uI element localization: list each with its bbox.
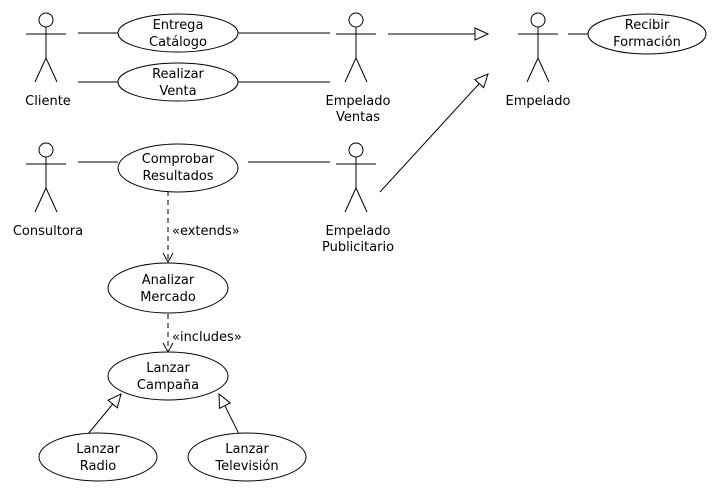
usecase-recibir-line-1: Recibir — [625, 18, 670, 33]
generalization-publicitario-empelado — [379, 73, 489, 193]
usecase-comprobar-line-1: Comprobar — [142, 152, 215, 167]
usecase-realizar-line-2: Venta — [159, 84, 196, 99]
actor-ventas-label-2: Ventas — [336, 110, 380, 125]
usecase-lanzar-campana: Lanzar Campaña — [107, 351, 229, 401]
actor-empelado-ventas: Empelado Ventas — [326, 12, 391, 125]
usecase-tv-line-1: Lanzar — [225, 442, 269, 457]
extends-label: «extends» — [172, 224, 240, 239]
usecase-analizar-mercado: Analizar Mercado — [107, 262, 229, 314]
actor-empelado: Empelado — [506, 12, 571, 109]
actor-publicitario-label-2: Publicitario — [322, 240, 394, 255]
usecase-radio-line-2: Radio — [80, 459, 117, 474]
includes-label: «includes» — [172, 330, 242, 345]
actor-cliente-label: Cliente — [25, 94, 71, 109]
actor-consultora-label: Consultora — [13, 224, 83, 239]
usecase-lanzar-television: Lanzar Televisión — [187, 432, 307, 482]
usecase-radio-line-1: Lanzar — [76, 442, 120, 457]
usecase-lanzar-radio: Lanzar Radio — [38, 432, 158, 482]
usecase-realizar-line-1: Realizar — [152, 67, 204, 82]
actor-publicitario-label-1: Empelado — [326, 224, 391, 239]
generalization-radio-campana — [87, 393, 122, 435]
actor-empelado-publicitario: Empelado Publicitario — [322, 142, 394, 255]
usecase-recibir-line-2: Formación — [613, 35, 681, 50]
usecase-comprobar-line-2: Resultados — [142, 169, 213, 184]
usecase-realizar-venta: Realizar Venta — [117, 62, 239, 102]
usecase-entrega-line-1: Entrega — [153, 18, 204, 33]
generalization-tv-campana — [218, 392, 240, 435]
usecase-entrega-line-2: Catálogo — [149, 35, 207, 50]
usecase-recibir-formacion: Recibir Formación — [587, 13, 707, 55]
actor-cliente: Cliente — [25, 12, 71, 109]
actor-consultora: Consultora — [13, 142, 83, 239]
actor-ventas-label-1: Empelado — [326, 94, 391, 109]
usecase-analizar-line-1: Analizar — [142, 273, 195, 288]
usecase-tv-line-2: Televisión — [214, 459, 278, 474]
usecase-campana-line-2: Campaña — [137, 378, 199, 393]
usecase-comprobar-resultados: Comprobar Resultados — [117, 143, 239, 193]
actor-empelado-label: Empelado — [506, 94, 571, 109]
usecase-entrega-catalogo: Entrega Catálogo — [117, 13, 239, 53]
usecase-campana-line-1: Lanzar — [146, 361, 190, 376]
usecase-analizar-line-2: Mercado — [140, 290, 196, 305]
